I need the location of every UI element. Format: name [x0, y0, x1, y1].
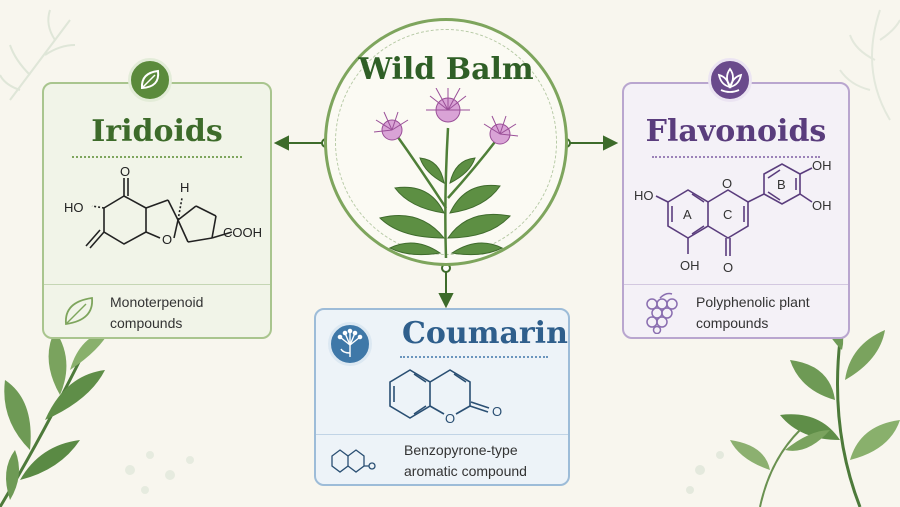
leaf-outline-icon	[65, 296, 93, 326]
coumarin-o-ring-label: O	[445, 411, 455, 426]
flavonoid-ring-a-label: A	[683, 207, 692, 222]
iridoids-caption-divider	[44, 284, 270, 285]
iridoid-ho-label: HO	[64, 200, 84, 215]
iridoids-structure: HO O H O COOH	[64, 164, 262, 249]
flavonoid-oh-right-label: OH	[812, 198, 832, 213]
faint-sprig-top-left	[0, 9, 76, 101]
flavonoids-caption-line2: compounds	[696, 315, 769, 331]
flavonoids-caption-divider	[624, 284, 848, 285]
faint-flowers-bottom-left	[125, 451, 194, 494]
flavonoid-oh-bottom-label: OH	[680, 258, 700, 273]
flavonoid-o-bottom-label: O	[723, 260, 733, 275]
bee-balm-flower-center	[426, 88, 470, 123]
grapes-icon	[646, 292, 678, 334]
coumarin-caption-line1: Benzopyrone-type	[404, 442, 518, 458]
flavonoid-ring-c-label: C	[723, 207, 732, 222]
coumarin-caption-divider	[316, 434, 568, 435]
iridoid-h-label: H	[180, 180, 189, 195]
faint-sprig-top-right	[839, 9, 900, 121]
iridoids-caption-line1: Monoterpenoid	[110, 294, 204, 310]
leaves-bottom-left	[0, 330, 110, 507]
arrow-to-flavonoids	[561, 135, 619, 151]
flavonoid-ho-left-label: HO	[634, 188, 654, 203]
coumarin-structure: O O	[389, 369, 502, 426]
flavonoid-o-ring-label: O	[722, 176, 732, 191]
coumarin-mini-structure-icon	[331, 449, 376, 473]
lotus-icon	[717, 67, 743, 93]
coumarin-badge	[328, 322, 372, 366]
wild-balm-plant-illustration	[373, 88, 519, 258]
flavonoids-caption: Polyphenolic plant compounds	[696, 292, 810, 334]
flavonoid-ring-b-label: B	[777, 177, 786, 192]
arrow-to-iridoids	[273, 135, 331, 151]
flavonoids-badge	[708, 58, 752, 102]
iridoids-badge	[128, 58, 172, 102]
iridoids-caption: Monoterpenoid compounds	[110, 292, 203, 334]
iridoid-o-top-label: O	[120, 164, 130, 179]
flavonoids-title-divider	[652, 156, 820, 158]
iridoids-title-divider	[72, 156, 242, 158]
flavonoid-oh-top-label: OH	[812, 160, 832, 173]
coumarin-caption: Benzopyrone-type aromatic compound	[404, 440, 527, 482]
flower-umbel-icon	[337, 328, 363, 357]
iridoid-o-ring-label: O	[162, 232, 172, 247]
flavonoids-title: Flavonoids	[645, 114, 827, 149]
arrow-to-coumarin	[438, 263, 454, 309]
faint-flowers-bottom-right	[686, 451, 724, 494]
center-title: Wild Balm	[358, 52, 534, 87]
coumarin-title: Coumarin	[402, 316, 568, 351]
iridoids-caption-line2: compounds	[110, 315, 183, 331]
bee-balm-flower-left	[373, 111, 409, 141]
iridoid-cooh-label: COOH	[223, 225, 262, 240]
coumarin-o-carbonyl-label: O	[492, 404, 502, 419]
iridoids-card: Iridoids	[42, 82, 272, 339]
leaves-bottom-right	[730, 305, 900, 507]
flavonoids-structure: HO OH O O A C B OH OH	[634, 160, 832, 275]
coumarin-title-divider	[400, 356, 548, 358]
bee-balm-flower-right	[483, 115, 519, 145]
flavonoids-caption-line1: Polyphenolic plant	[696, 294, 810, 310]
coumarin-caption-line2: aromatic compound	[404, 463, 527, 479]
leaf-icon	[140, 69, 160, 90]
iridoids-title: Iridoids	[91, 114, 223, 149]
flavonoids-card: Flavonoids	[622, 82, 850, 339]
